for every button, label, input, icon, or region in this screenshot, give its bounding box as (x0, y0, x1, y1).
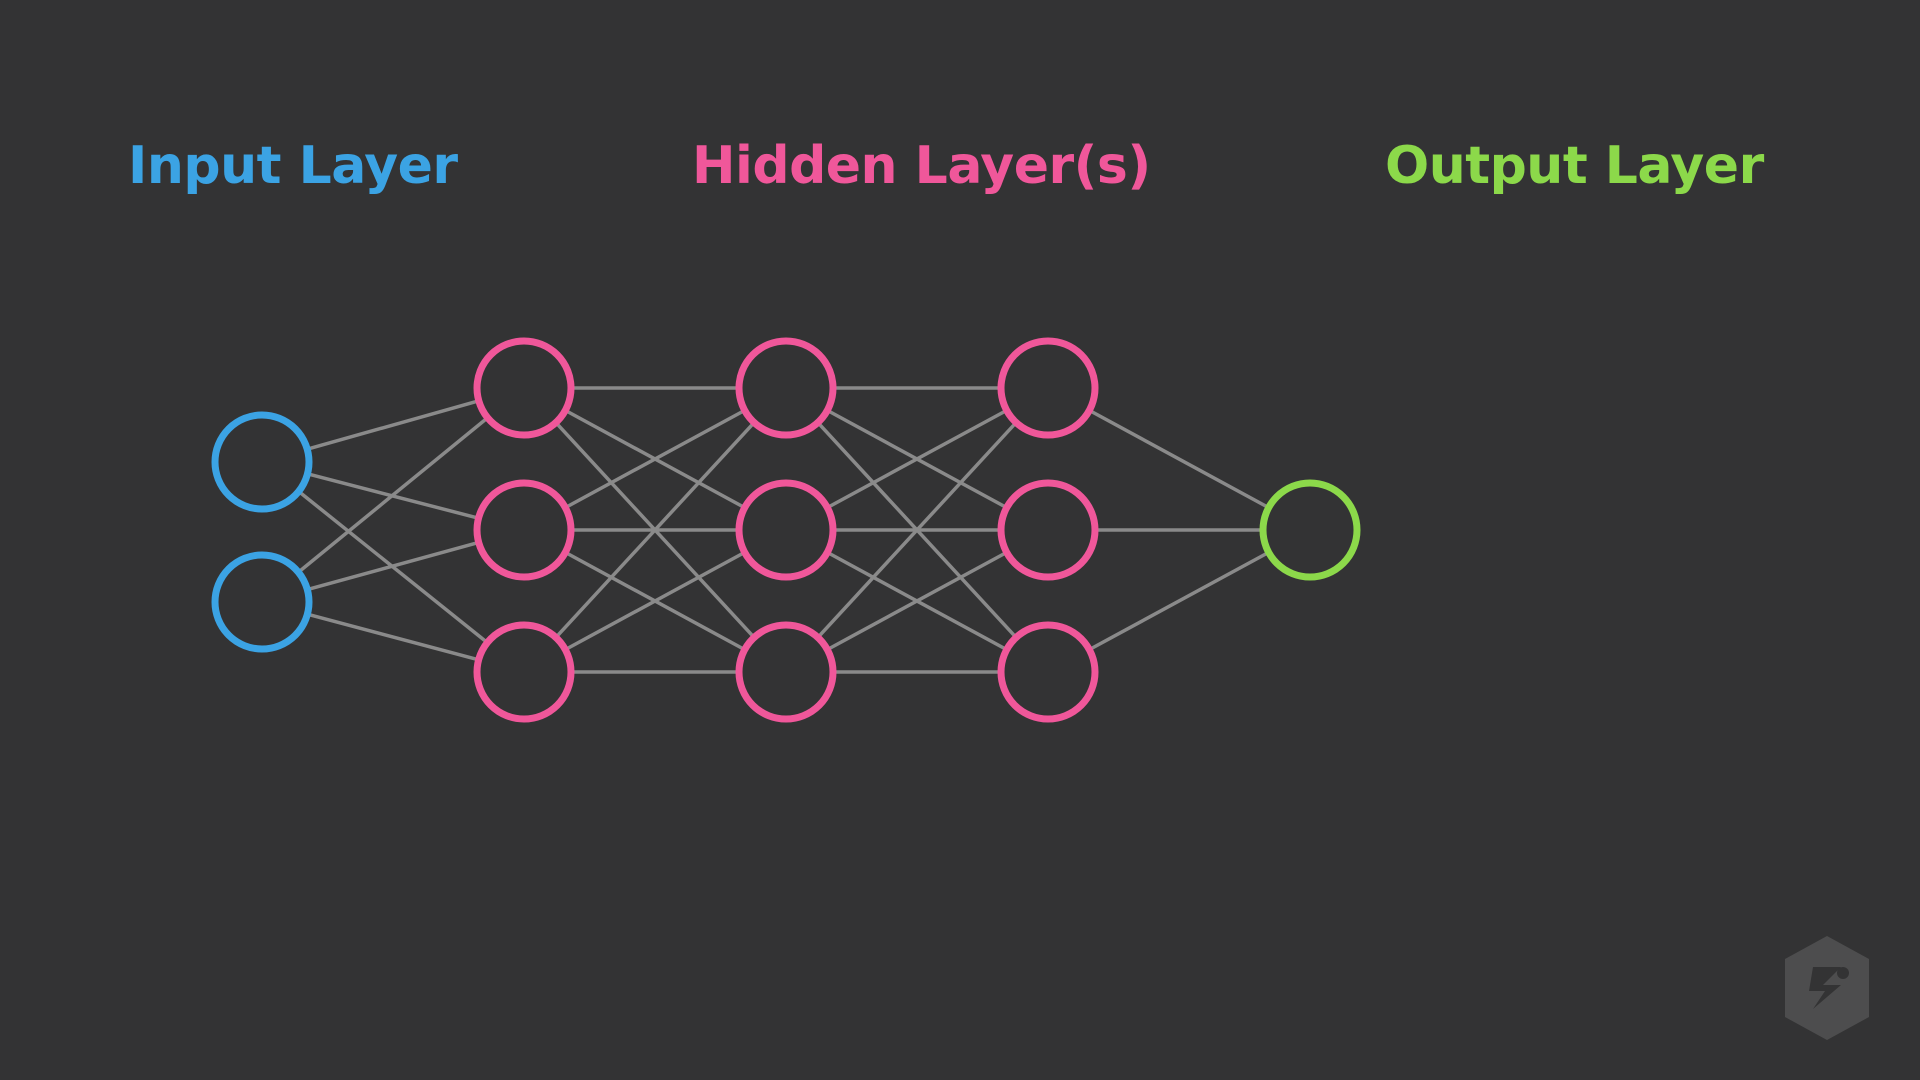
connection-edge (825, 550, 1009, 652)
connection-edge (1087, 550, 1271, 652)
connection-edge (305, 612, 481, 662)
network-node-h3_1[interactable] (997, 337, 1099, 439)
connection-edge (305, 399, 481, 451)
network-node-h1_1[interactable] (473, 337, 575, 439)
brand-logo-watermark-icon (1785, 936, 1869, 1040)
connection-edge (305, 540, 481, 592)
connection-edges-group (296, 386, 1271, 674)
connection-edge (816, 420, 1018, 640)
network-node-o1[interactable] (1259, 479, 1361, 581)
connection-edge (554, 420, 756, 640)
connection-edge (825, 408, 1009, 510)
network-node-h1_3[interactable] (473, 621, 575, 723)
network-node-h2_1[interactable] (735, 337, 837, 439)
network-node-h2_3[interactable] (735, 621, 837, 723)
network-node-h3_2[interactable] (997, 479, 1099, 581)
connection-edge (563, 408, 747, 510)
network-node-h1_2[interactable] (473, 479, 575, 581)
network-node-h2_2[interactable] (735, 479, 837, 581)
network-node-i2[interactable] (211, 551, 313, 653)
output-layer-label: Output Layer (1385, 136, 1764, 196)
hidden-layer-label: Hidden Layer(s) (692, 136, 1151, 196)
connection-edge (1087, 408, 1271, 510)
connection-edge (563, 550, 747, 652)
network-node-h3_3[interactable] (997, 621, 1099, 723)
input-layer-label: Input Layer (128, 136, 458, 196)
connection-edge (296, 415, 490, 575)
network-nodes-group (211, 337, 1361, 723)
network-node-i1[interactable] (211, 411, 313, 513)
